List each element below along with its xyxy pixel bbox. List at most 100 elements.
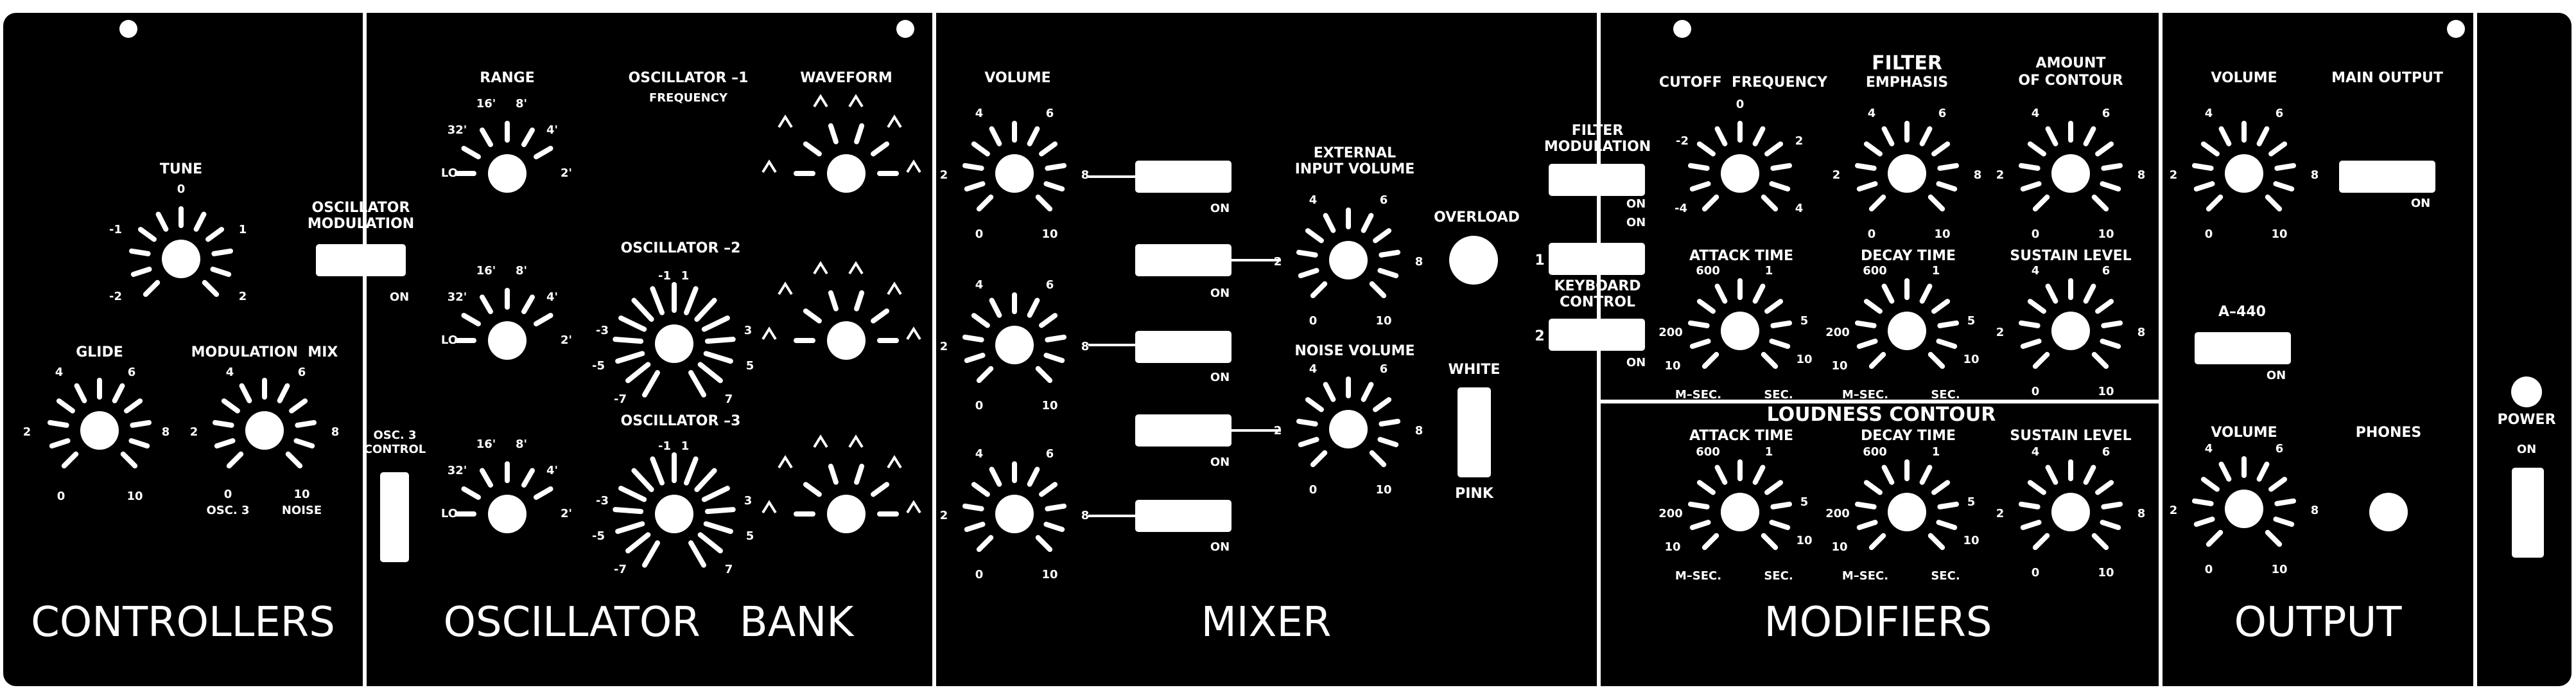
tick-mark [1919,465,1933,485]
filter-sustain-knob[interactable] [2051,312,2090,350]
osc1-volume-knob[interactable] [995,154,1034,193]
volume-tick-label: 8 [1415,424,1423,438]
noise-volume-label: NOISE VOLUME [1294,343,1414,359]
tick-mark [2095,299,2114,314]
osc3-frequency-knob[interactable] [655,495,693,533]
level-tick-label: 4 [2032,107,2040,120]
time-tick-label: 10 [1831,540,1847,554]
tick-mark [1043,181,1065,192]
emphasis-knob[interactable] [1888,154,1926,193]
tick-mark [1761,194,1779,212]
tick-mark [1687,320,1710,328]
osc2-mix-switch[interactable] [1135,331,1231,363]
osc1-waveform-knob[interactable] [827,154,866,193]
keyboard-control-2-switch[interactable] [1549,319,1645,351]
tick-mark [976,194,994,212]
filter-decay-knob[interactable] [1888,312,1926,350]
osc2-volume-knob[interactable] [995,326,1034,364]
tick-mark [2268,141,2288,157]
osc3-control-switch[interactable] [380,472,409,562]
tick-mark [618,486,647,502]
level-tick-label: 10 [2098,227,2114,241]
osc3-waveform-knob[interactable] [827,495,866,533]
amount-of-contour-knob[interactable] [2051,154,2090,193]
volume-tick-label: 10 [1375,483,1391,497]
tick-mark [871,141,890,157]
white-pink-switch[interactable] [1458,387,1491,477]
tick-mark [1937,320,1960,328]
noise-switch[interactable] [1135,414,1231,447]
power-switch[interactable] [2512,468,2544,558]
range-tick-label: 8' [516,438,527,451]
time-tick-label: 10 [1664,540,1680,554]
osc2-frequency-knob[interactable] [655,324,693,363]
phones-volume-label: VOLUME [2211,425,2277,441]
tick-mark [704,337,736,344]
tick-mark [688,540,706,568]
tick-mark [1769,181,1791,192]
tick-mark [193,211,207,232]
tick-mark [688,370,706,398]
tick-mark [1701,351,1719,369]
tick-mark [1039,141,1058,157]
modulation-mix-knob[interactable] [245,411,284,450]
glide-knob[interactable] [80,411,119,450]
tune-tick-minus2: -2 [109,290,122,303]
range-tick-label: 16' [476,438,496,451]
tick-mark [202,279,220,297]
noise-volume-knob[interactable] [1329,410,1368,448]
tick-mark [650,456,665,486]
tick-mark [128,248,151,256]
tick-mark [697,532,723,554]
main-volume-knob[interactable] [2225,154,2263,193]
tick-mark [277,383,290,403]
main-output-switch[interactable] [2339,161,2435,193]
tune-knob[interactable] [162,240,200,278]
tick-mark [2027,141,2046,157]
osc1-range-knob[interactable] [488,154,527,193]
filter-attack-knob[interactable] [1721,312,1759,350]
waveform-glyph [761,500,777,514]
cutoff-frequency-knob[interactable] [1721,154,1759,193]
osc3-range-knob[interactable] [488,495,527,533]
frequency-tick-label: -5 [592,359,605,373]
osc2-range-knob[interactable] [488,321,527,360]
time-tick-label: 10 [1796,353,1812,366]
loudness-decay-knob[interactable] [1888,493,1926,531]
osc-modulation-switch[interactable] [316,244,406,276]
osc3-mix-switch[interactable] [1135,500,1231,532]
keyboard-control-1-switch[interactable] [1549,243,1645,275]
tick-mark [2091,351,2109,369]
output-volume-label: VOLUME [2211,70,2277,86]
tick-mark [1298,437,1319,448]
modmix-tick-0: 0 [224,488,232,501]
phones-volume-knob[interactable] [2225,490,2263,528]
volume-tick-label: 4 [1309,362,1318,376]
a440-switch[interactable] [2195,332,2291,364]
filter-sustain-label: SUSTAIN LEVEL [2010,248,2131,264]
osc3-control-label-2: CONTROL [364,443,426,456]
tick-mark [1043,522,1065,533]
tick-mark [1323,382,1336,402]
phones-label: PHONES [2356,425,2422,441]
tick-mark [1761,351,1779,369]
loudness-attack-knob[interactable] [1721,493,1759,531]
waveform-glyph [848,261,864,275]
waveform-glyph [887,455,902,469]
tick-mark [120,451,138,469]
tick-mark [2191,498,2214,506]
tick-mark [2032,533,2050,551]
tick-mark [293,438,315,449]
external-input-switch[interactable] [1135,244,1231,276]
osc1-mix-switch[interactable] [1135,161,1231,193]
filter-modulation-switch[interactable] [1549,164,1645,196]
frequency-tick-label: -7 [614,563,627,576]
loudness-sustain-knob[interactable] [2051,493,2090,531]
loudness-attack-label: ATTACK TIME [1689,428,1793,444]
osc2-waveform-knob[interactable] [827,321,866,360]
power-lamp [2511,376,2542,407]
external-input-volume-knob[interactable] [1329,241,1368,279]
osc3-volume-knob[interactable] [995,495,1034,533]
tick-mark [1936,339,1958,350]
phones-jack[interactable] [2369,493,2408,531]
